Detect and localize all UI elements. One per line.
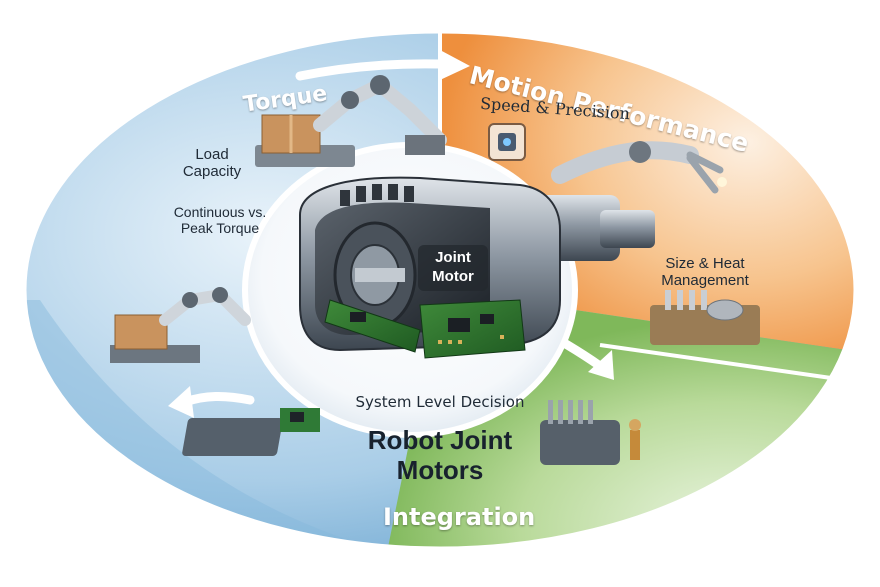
joint-motor-illustration	[299, 176, 655, 359]
chip-icon	[488, 123, 526, 161]
connector-module-illustration	[540, 400, 641, 465]
arrow-head-right-top	[440, 50, 470, 80]
motor-pcb-left	[324, 299, 421, 353]
arrow-head-lower-left	[168, 386, 194, 418]
arrow-heads	[168, 50, 614, 418]
robot-arm-box-illustration-top	[255, 75, 447, 167]
outer-oval-border	[23, 30, 857, 550]
motor-pcb-right	[419, 299, 526, 359]
robot-arm-box-illustration-left	[110, 287, 251, 363]
torque-item-load-capacity: Load Capacity	[182, 146, 242, 181]
robot-joint-motors-heading-line2: Motors	[396, 455, 484, 485]
heat-sink-board-illustration	[650, 290, 760, 345]
arrow-torque-to-motion	[295, 59, 445, 81]
arrow-integration-to-torque	[180, 391, 255, 407]
motor-shaft	[600, 210, 655, 248]
joint-motor-label-line1: Joint	[435, 249, 471, 266]
system-level-decision-caption: System Level Decision	[355, 393, 525, 411]
arrow-head-lower-right	[588, 350, 614, 380]
motion-item-size-heat: Size & Heat Management	[661, 255, 749, 290]
robot-gripper-illustration	[551, 141, 727, 194]
robot-joint-motors-heading-line1: Robot Joint	[367, 425, 513, 455]
controller-board-illustration	[182, 408, 320, 456]
integration-section-title: Integration	[383, 503, 536, 531]
torque-item-continuous-peak: Continuous vs. Peak Torque	[173, 204, 267, 237]
joint-motor-label-line2: Motor	[432, 268, 474, 285]
